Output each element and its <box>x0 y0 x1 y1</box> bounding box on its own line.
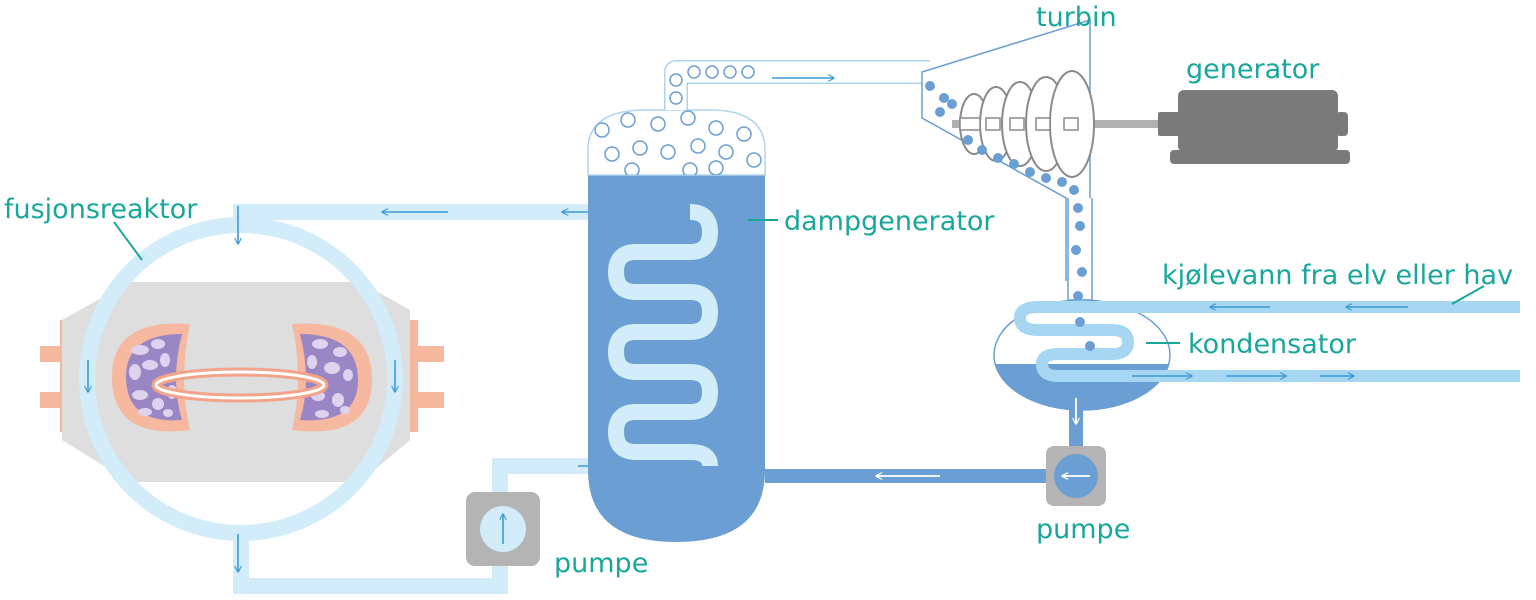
label-generator: generator <box>1186 54 1320 85</box>
steam-generator <box>587 109 766 542</box>
return-pipe <box>233 532 508 594</box>
label-pump-left: pumpe <box>554 548 648 579</box>
label-pump-right: pumpe <box>1036 514 1130 545</box>
steam-bubbles <box>669 65 755 105</box>
steam-bubbles <box>594 110 762 175</box>
pump-right <box>1046 446 1106 506</box>
generator-base <box>1170 150 1350 164</box>
leader-lines <box>113 219 1485 344</box>
heat-exchanger-coil <box>607 204 719 467</box>
fusion-reactor <box>40 217 444 541</box>
reactor-flange <box>40 392 66 408</box>
steam-generator-dome <box>587 109 766 176</box>
condensate-return <box>765 406 1083 483</box>
generator-end-cap <box>1336 112 1348 136</box>
reactor-flange <box>418 392 444 408</box>
turbine <box>921 18 1168 301</box>
condensate-droplets <box>1075 317 1095 351</box>
label-condenser: kondensator <box>1188 329 1357 360</box>
generator <box>1158 90 1350 164</box>
pump-left <box>466 492 540 566</box>
magnetic-coil-core <box>154 370 326 400</box>
label-cooling-water: kjølevann fra elv eller hav <box>1162 260 1513 291</box>
generator-coupling <box>1158 112 1180 136</box>
generator-body <box>1178 90 1338 152</box>
steam-droplets <box>925 81 1087 301</box>
hot-pipe <box>233 204 702 226</box>
labels: fusjonsreaktor dampgenerator turbin gene… <box>4 2 1513 579</box>
plasma-particles <box>129 339 353 418</box>
reactor-flange <box>418 346 444 362</box>
steam-pipe <box>664 60 930 110</box>
label-reactor: fusjonsreaktor <box>4 194 198 225</box>
reactor-flange <box>40 346 66 362</box>
cooling-coil <box>1013 301 1520 382</box>
label-steam-generator: dampgenerator <box>784 206 995 237</box>
shaft-collars <box>959 117 1079 131</box>
label-turbine: turbin <box>1036 2 1117 33</box>
